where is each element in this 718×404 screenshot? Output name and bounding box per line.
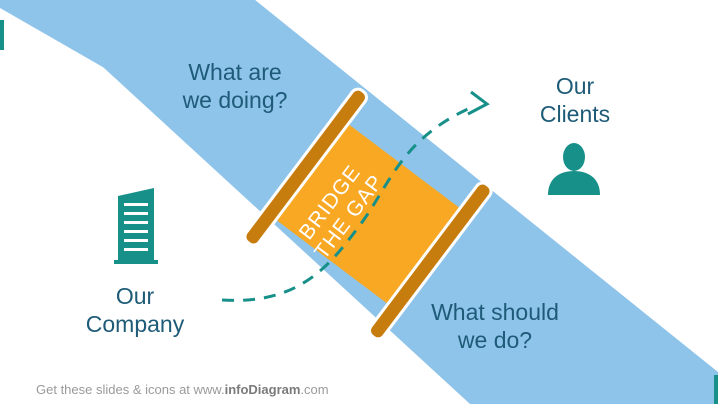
company-line-2: Company	[85, 311, 185, 338]
question-bottom-line-2: we do?	[457, 327, 533, 354]
footer-prefix: Get these slides & icons at www.	[36, 382, 225, 397]
question-what-should-we-do: What should we do?	[410, 298, 580, 354]
bridge-rail-left	[243, 87, 368, 247]
building-icon	[114, 188, 158, 264]
question-what-are-we-doing: What are we doing?	[160, 58, 310, 114]
question-top-line-1: What are	[188, 59, 282, 85]
question-top-line-2: we doing?	[182, 87, 288, 114]
arrow-head	[467, 90, 490, 116]
footer-suffix: .com	[300, 382, 329, 397]
corner-accent-top-left	[0, 20, 4, 50]
question-bottom-line-1: What should	[431, 299, 559, 325]
label-our-company: Our Company	[70, 282, 200, 338]
clients-line-1: Our	[555, 73, 595, 99]
person-icon	[548, 143, 600, 195]
bridge-rail-right	[368, 181, 493, 341]
bridge-icon	[243, 87, 493, 341]
footer-brand: infoDiagram	[224, 382, 301, 397]
label-our-clients: Our Clients	[520, 72, 630, 128]
clients-line-2: Clients	[539, 101, 611, 128]
footer-credit: Get these slides & icons at www.infoDiag…	[36, 382, 329, 397]
corner-accent-bottom-right	[714, 375, 718, 404]
company-line-1: Our	[115, 283, 155, 309]
